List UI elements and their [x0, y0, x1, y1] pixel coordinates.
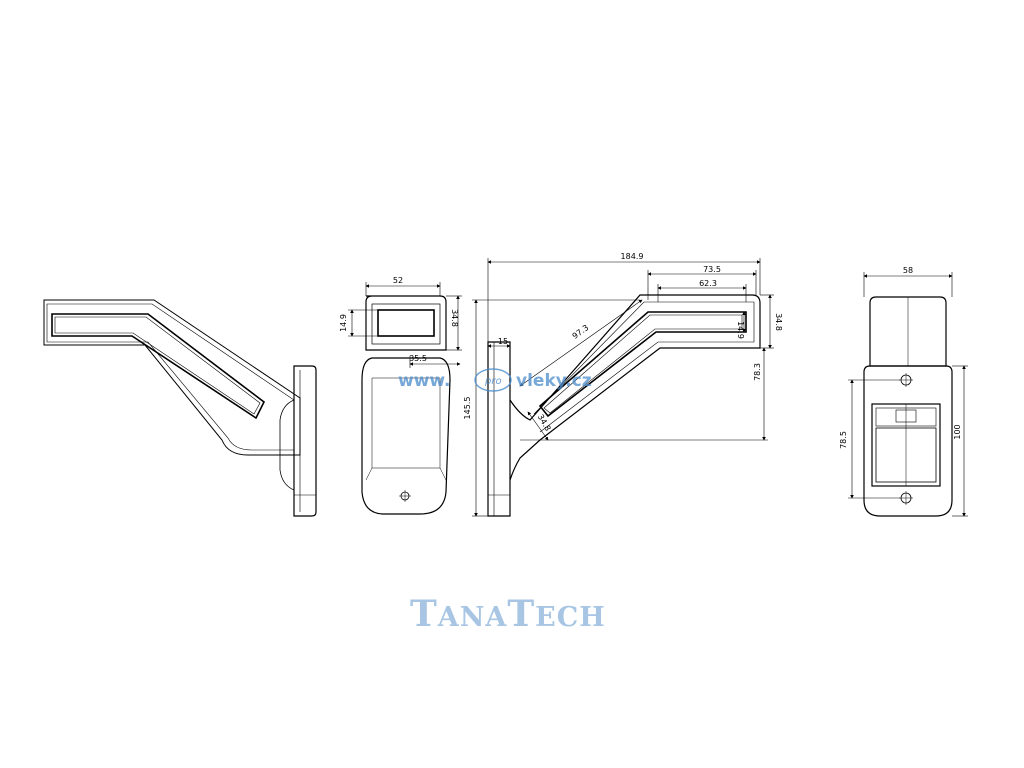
brand-first-rest: ANA [437, 602, 508, 633]
watermark-ring [474, 368, 512, 392]
dim-side-total-height: 145.5 [463, 397, 472, 420]
dim-side-lens-outer: 34.8 [774, 313, 783, 331]
view-side [487, 294, 761, 517]
view-side-dimensions [472, 258, 774, 517]
dim-side-overall-length: 184.9 [621, 252, 644, 261]
watermark-suffix: vleky.cz [516, 371, 592, 391]
dim-side-base-thickness: 15 [498, 337, 508, 346]
brand-text: TANATECH [410, 593, 606, 635]
brand-second-rest: ECH [535, 602, 606, 633]
dim-front-offset: 35.5 [409, 354, 427, 363]
dim-side-arm-height: 78.3 [753, 363, 762, 381]
dim-base-height: 100 [953, 424, 962, 439]
dim-side-lens-height: 14.9 [736, 321, 745, 339]
dim-base-hole-spacing: 78.5 [839, 431, 848, 449]
brand-first-initial: T [410, 593, 438, 635]
dim-front-width: 52 [393, 276, 403, 285]
view-front [361, 295, 451, 515]
watermark-pro: pro [484, 376, 502, 387]
view-base [863, 296, 953, 517]
watermark: www. pro vleky.cz [398, 368, 592, 392]
view-base-dimensions [848, 272, 968, 517]
dim-base-width: 58 [903, 266, 913, 275]
dim-side-top-segment: 73.5 [703, 265, 721, 274]
watermark-prefix: www. [398, 371, 451, 391]
brand-logo: TANATECH [410, 593, 606, 635]
view-rear-arm [43, 299, 317, 517]
dim-side-inner-segment: 62.3 [699, 279, 717, 288]
dim-front-lens-outer: 34.8 [450, 309, 459, 327]
view-front-dimensions [348, 282, 462, 368]
dim-side-arm-width: 34.8 [536, 413, 553, 433]
dim-front-lens-height: 14.9 [339, 314, 348, 332]
brand-second-initial: T [507, 593, 535, 635]
